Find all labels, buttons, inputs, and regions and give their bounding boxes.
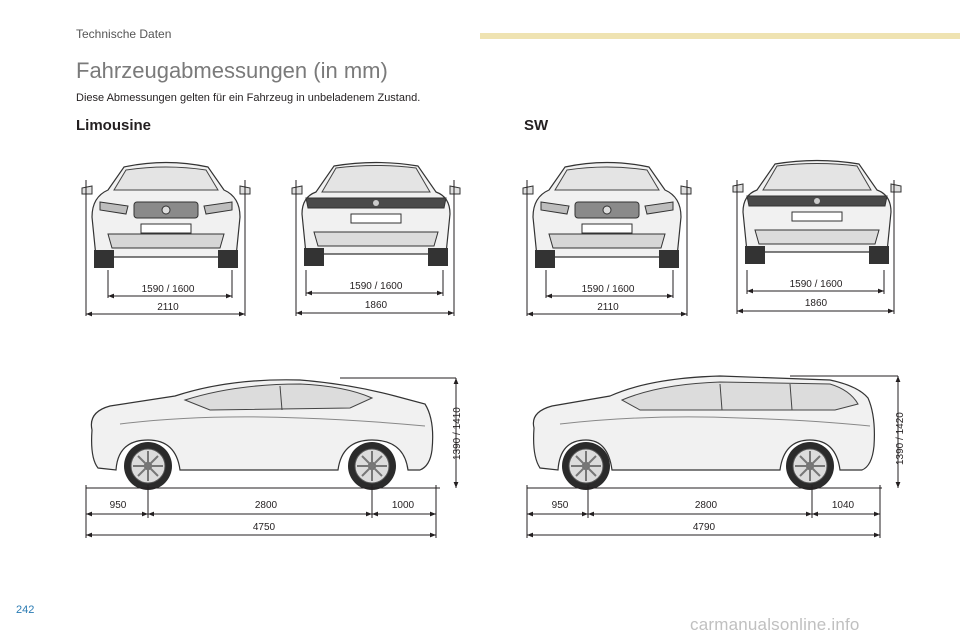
page-number: 242 [16, 604, 35, 616]
limousine-side-view [90, 379, 434, 491]
intro-text: Diese Abmessungen gelten für ein Fahrzeu… [76, 92, 421, 104]
sw-front-width: 2110 [597, 302, 619, 313]
sw-rear-overhang: 1040 [832, 500, 855, 511]
sw-side-view [532, 375, 875, 491]
header-section-label: Technische Daten [76, 27, 172, 41]
limousine-length: 4750 [253, 522, 276, 533]
sw-rear-track: 1590 / 1600 [790, 279, 843, 290]
limousine-heading: Limousine [76, 117, 152, 134]
limousine-front-track: 1590 / 1600 [142, 284, 195, 295]
sw-front-track: 1590 / 1600 [582, 284, 635, 295]
sw-height: 1390 / 1420 [895, 412, 906, 465]
limousine-front-width: 2110 [157, 302, 179, 313]
sw-length: 4790 [693, 522, 716, 533]
limousine-rear-overhang: 1000 [392, 500, 415, 511]
sw-wheelbase: 2800 [695, 500, 718, 511]
limousine-front-view [81, 161, 251, 269]
sw-front-overhang: 950 [552, 500, 569, 511]
limousine-rear-view [291, 161, 461, 267]
limousine-front-overhang: 950 [110, 500, 127, 511]
header-accent-bar [480, 33, 960, 39]
limousine-rear-width: 1860 [365, 300, 388, 311]
sw-front-view [522, 161, 692, 269]
limousine-rear-track: 1590 / 1600 [350, 281, 403, 292]
sw-rear-view [732, 159, 902, 265]
page-title: Fahrzeugabmessungen (in mm) [76, 58, 388, 83]
limousine-height: 1390 / 1410 [452, 407, 463, 460]
watermark: carmanualsonline.info [690, 615, 860, 634]
sw-heading: SW [524, 117, 549, 134]
limousine-wheelbase: 2800 [255, 500, 278, 511]
sw-rear-width: 1860 [805, 298, 828, 309]
